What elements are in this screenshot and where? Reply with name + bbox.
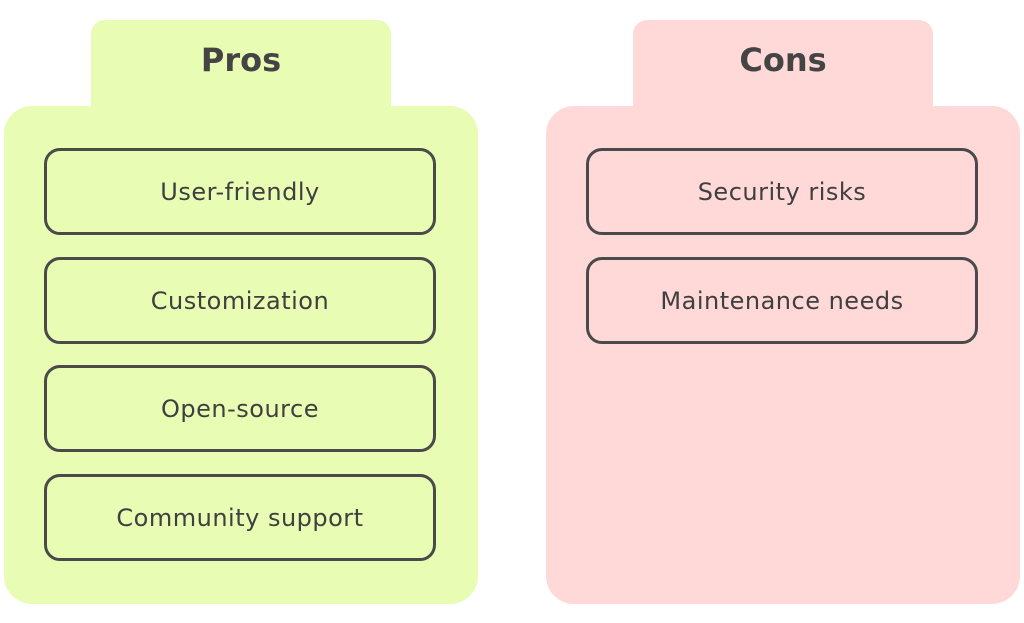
pros-header: Pros — [91, 20, 391, 106]
cons-item: Maintenance needs — [586, 257, 978, 344]
pros-panel: User-friendly Customization Open-source … — [4, 106, 478, 604]
cons-panel: Security risks Maintenance needs — [546, 106, 1020, 604]
cons-header: Cons — [633, 20, 933, 106]
pros-item: Customization — [44, 257, 436, 344]
pros-item: User-friendly — [44, 148, 436, 235]
pros-item: Open-source — [44, 365, 436, 452]
pros-item: Community support — [44, 474, 436, 561]
cons-item: Security risks — [586, 148, 978, 235]
